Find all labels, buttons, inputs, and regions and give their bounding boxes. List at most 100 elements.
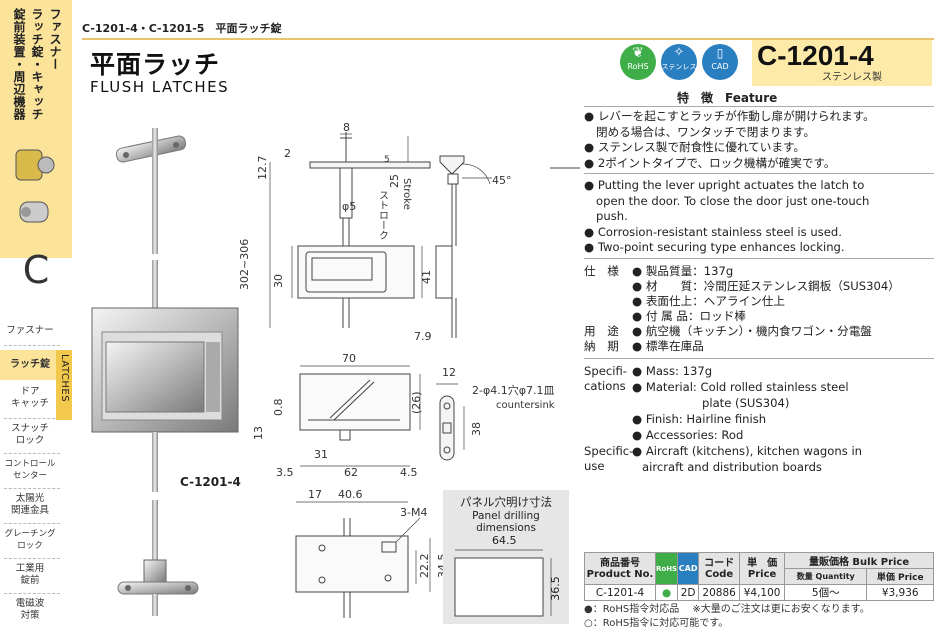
features-heading: 特 徴 Feature: [677, 91, 778, 105]
spec-delivery: 標準在庫品: [645, 339, 704, 353]
header-quantity: 数量 Quantity: [784, 568, 868, 585]
spec-en-material: ● Material: Cold rolled stainless steel: [632, 380, 849, 394]
sidebar-divider: [4, 418, 60, 419]
dim-phi5: φ5: [342, 200, 356, 213]
sidebar-item-latch-lock[interactable]: ラッチ錠: [0, 350, 60, 380]
model-number: C-1201-4: [757, 40, 874, 71]
sidebar-divider: [4, 453, 60, 454]
header-price: 単 価 Price: [739, 552, 786, 585]
page-title-en: FLUSH LATCHES: [90, 78, 230, 96]
dim-38: 38: [470, 422, 483, 436]
cad-badge: ▯ CAD: [702, 44, 738, 80]
sidebar-divider: [4, 558, 60, 559]
dim-17: 17: [308, 488, 322, 501]
product-photo-label: C-1201-4: [180, 475, 241, 489]
panel-height: 36.5: [548, 576, 562, 601]
spec-label: 仕 様: [584, 264, 619, 278]
features-divider: [584, 106, 934, 107]
features-en-list: ● Putting the lever upright actuates the…: [584, 178, 869, 256]
cad-badge-label: CAD: [711, 62, 729, 71]
document-icon: ▯: [716, 46, 724, 60]
sidebar-divider: [4, 345, 60, 346]
spec-material: 材 質：冷間圧延ステンレス鋼板（SUS304）: [645, 279, 900, 293]
dim-0-8: 0.8: [272, 399, 285, 417]
sidebar-item-control-center[interactable]: コントロール センター: [4, 459, 56, 481]
dim-12: 12: [442, 366, 456, 379]
cell-code: 20886: [698, 584, 741, 601]
cell-price: ¥4,100: [739, 584, 786, 601]
header-divider: [82, 38, 934, 40]
dim-22-2: 22.2: [418, 554, 431, 579]
use-label: 用 途: [584, 324, 619, 338]
dim-2: 2: [284, 147, 291, 160]
dim-5: 5: [384, 155, 390, 165]
sidebar-item-solar[interactable]: 太陽光 関連金具: [10, 493, 49, 516]
spec-mass: 製品質量：137g: [645, 264, 734, 278]
header-product-no: 商品番号 Product No.: [584, 552, 656, 585]
sidebar-category-header: ファスナー ラッチ錠・キャッチ 錠前装置・周辺機器: [0, 0, 72, 258]
table-row: C-1201-4 ● 2D 20886 ¥4,100 5個～ ¥3,936: [584, 584, 934, 601]
sidebar-item-door-catch[interactable]: ドア キャッチ: [10, 386, 49, 409]
table-note-1: ●：RoHS指令対応品 ※大量のご注文は更にお安くなります。: [584, 604, 870, 615]
spec-en-accessory: ● Accessories: Rod: [632, 428, 744, 442]
spec-divider: [584, 358, 934, 359]
sidebar-item-emi[interactable]: 電磁波 対策: [15, 598, 45, 621]
sparkle-icon: ✧: [673, 45, 685, 60]
spec-en-finish: ● Finish: Hairline finish: [632, 412, 767, 426]
delivery-label: 納 期: [584, 339, 619, 353]
cell-rohs: ●: [654, 584, 679, 601]
sidebar-item-industrial-lock[interactable]: 工業用 錠前: [15, 563, 45, 586]
dim-3-5: 3.5: [276, 466, 294, 479]
stainless-badge-label: ステンレス: [661, 63, 697, 71]
model-number-box: [752, 40, 932, 86]
hole-note: 2-φ4.1穴φ7.1皿: [472, 383, 554, 397]
dim-26: (26): [410, 391, 423, 414]
stainless-badge: ✧ ステンレス: [661, 44, 697, 80]
sidebar-divider: [4, 488, 60, 489]
panel-drilling-title-jp: パネル穴明け寸法: [460, 495, 552, 509]
rohs-badge: ❦ RoHS: [620, 44, 656, 80]
header-rohs: RoHS: [654, 552, 679, 585]
sidebar-divider: [4, 593, 60, 594]
dim-62: 62: [344, 466, 358, 479]
sidebar-top-label-1: ファスナー: [48, 8, 62, 71]
cell-cad: 2D: [677, 584, 700, 601]
rohs-badge-label: RoHS: [627, 62, 649, 71]
dim-25: 25: [388, 174, 401, 188]
spec-en-mass: ● Mass: 137g: [632, 364, 713, 378]
stroke-jp-label: ストローク: [377, 190, 388, 240]
panel-drilling-title-en: Panel drilling dimensions: [472, 510, 540, 534]
dim-13: 13: [252, 426, 265, 440]
panel-drilling-box: パネル穴明け寸法 Panel drilling dimensions 64.5 …: [443, 490, 569, 624]
stroke-en-label: Stroke: [401, 178, 412, 210]
sidebar-top-label-2: ラッチ錠・キャッチ: [30, 8, 44, 121]
spec-en-use2: aircraft and distribution boards: [642, 460, 822, 474]
sidebar-item-snatch-lock[interactable]: スナッチ ロック: [10, 423, 49, 446]
features-jp-list: ● レバーを起こすとラッチが作動し扉が開けられます。 閉める場合は、ワンタッチで…: [584, 109, 875, 171]
sidebar-item-grating-lock[interactable]: グレーチング ロック: [4, 529, 56, 551]
feature-jp-2: ● ステンレス製で耐食性に優れています。: [584, 140, 805, 154]
dim-45-degree: 45°: [492, 174, 512, 187]
spec-use: 航空機（キッチン）・機内食ワゴン・分電盤: [645, 324, 872, 338]
sidebar-item-fastener[interactable]: ファスナー: [6, 325, 54, 336]
product-photo: [91, 128, 239, 616]
table-note-2: ○：RoHS指令に対応可能です。: [584, 618, 729, 629]
dim-70: 70: [342, 352, 356, 365]
latches-section-tab: LATCHES: [56, 350, 72, 420]
leaf-icon: ❦: [632, 45, 644, 61]
cell-product: C-1201-4: [584, 584, 656, 601]
feature-jp-3: ● 2ポイントタイプで、ロック機構が確実です。: [584, 155, 836, 170]
dim-302-306: 302~306: [240, 239, 251, 290]
feature-en-1: ● Putting the lever upright actuates the…: [584, 178, 865, 192]
category-sidebar: ファスナー ラッチ錠・キャッチ 錠前装置・周辺機器 C ファスナー ラッチ錠 ド…: [0, 0, 72, 631]
dim-40-6: 40.6: [338, 488, 363, 501]
dim-7-9: 7.9: [414, 330, 432, 343]
features-divider: [584, 173, 934, 174]
spec-accessory: 付 属 品：ロッド棒: [645, 309, 746, 323]
feature-jp-1: ● レバーを起こすとラッチが作動し扉が開けられます。: [584, 109, 875, 123]
spec-en-material2: plate (SUS304): [702, 396, 790, 410]
model-material: ステンレス製: [822, 72, 882, 83]
feature-en-2: ● Corrosion-resistant stainless steel is…: [584, 224, 842, 239]
dim-8: 8: [343, 121, 350, 134]
feature-en-1b: open the door. To close the door just on…: [596, 193, 870, 208]
